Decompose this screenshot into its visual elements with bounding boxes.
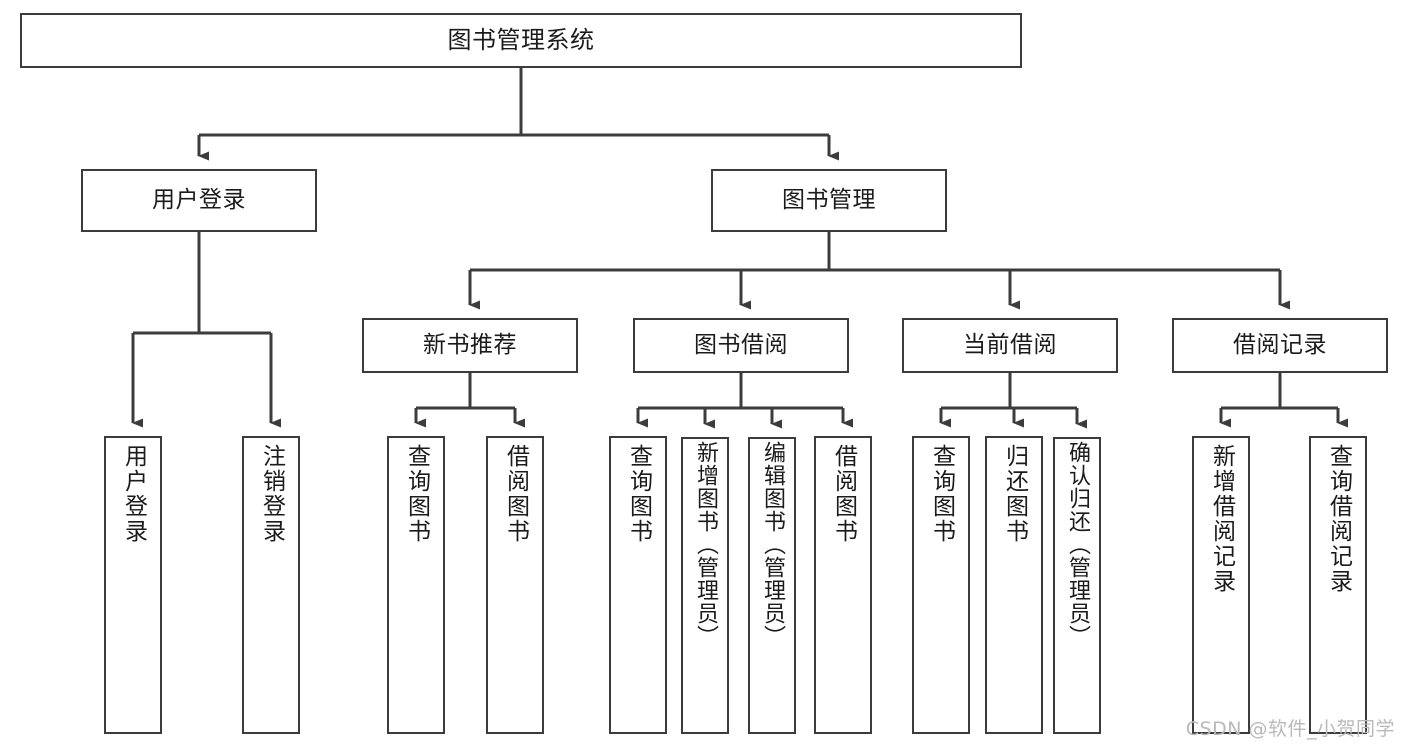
- node-label: 借阅图书: [502, 444, 529, 544]
- leaf-borrow-book-borrowing[interactable]: 借阅图书: [814, 436, 872, 734]
- node-label: 图书管理系统: [447, 25, 595, 54]
- node-label: 图书管理: [782, 187, 876, 214]
- leaf-query-book-recommendation[interactable]: 查询图书: [387, 436, 445, 734]
- leaf-borrow-book-recommendation[interactable]: 借阅图书: [486, 436, 544, 734]
- leaf-edit-book-admin[interactable]: 编辑图书（管理员）: [748, 437, 796, 734]
- node-borrowing-record[interactable]: 借阅记录: [1172, 318, 1388, 373]
- node-current-borrowing[interactable]: 当前借阅: [902, 318, 1118, 373]
- node-label: 查询图书: [928, 444, 955, 544]
- node-label: 归还图书: [1001, 444, 1028, 544]
- node-book-borrowing[interactable]: 图书借阅: [633, 318, 849, 373]
- leaf-query-borrowing-record[interactable]: 查询借阅记录: [1309, 436, 1367, 734]
- node-label: 查询借阅记录: [1325, 444, 1352, 594]
- node-label: 查询图书: [403, 444, 430, 544]
- leaf-add-book-admin[interactable]: 新增图书（管理员）: [681, 437, 729, 734]
- node-label: 当前借阅: [963, 332, 1057, 359]
- node-label: 新增图书（管理员）: [693, 441, 718, 648]
- node-label: 借阅图书: [830, 444, 857, 544]
- leaf-return-book[interactable]: 归还图书: [985, 436, 1043, 734]
- node-label: 注销登录: [258, 444, 285, 544]
- node-label: 新增借阅记录: [1208, 444, 1235, 594]
- leaf-query-book-current[interactable]: 查询图书: [912, 436, 970, 734]
- leaf-logout[interactable]: 注销登录: [242, 436, 300, 734]
- node-new-book-recommendation[interactable]: 新书推荐: [362, 318, 578, 373]
- node-book-management[interactable]: 图书管理: [711, 169, 947, 232]
- node-label: 新书推荐: [423, 332, 517, 359]
- node-label: 用户登录: [120, 444, 147, 544]
- node-label: 借阅记录: [1233, 332, 1327, 359]
- node-label: 用户登录: [152, 187, 246, 214]
- leaf-add-borrowing-record[interactable]: 新增借阅记录: [1192, 436, 1250, 734]
- node-label: 图书借阅: [694, 332, 788, 359]
- node-user-login[interactable]: 用户登录: [81, 169, 317, 232]
- node-label: 编辑图书（管理员）: [760, 441, 785, 648]
- leaf-user-login[interactable]: 用户登录: [104, 436, 162, 734]
- node-book-management-system[interactable]: 图书管理系统: [20, 13, 1022, 68]
- watermark: CSDN @软件_小贺同学: [1185, 718, 1395, 740]
- node-label: 确认归还（管理员）: [1065, 441, 1090, 648]
- node-label: 查询图书: [625, 444, 652, 544]
- leaf-query-book-borrowing[interactable]: 查询图书: [609, 436, 667, 734]
- leaf-confirm-return-admin[interactable]: 确认归还（管理员）: [1053, 437, 1101, 734]
